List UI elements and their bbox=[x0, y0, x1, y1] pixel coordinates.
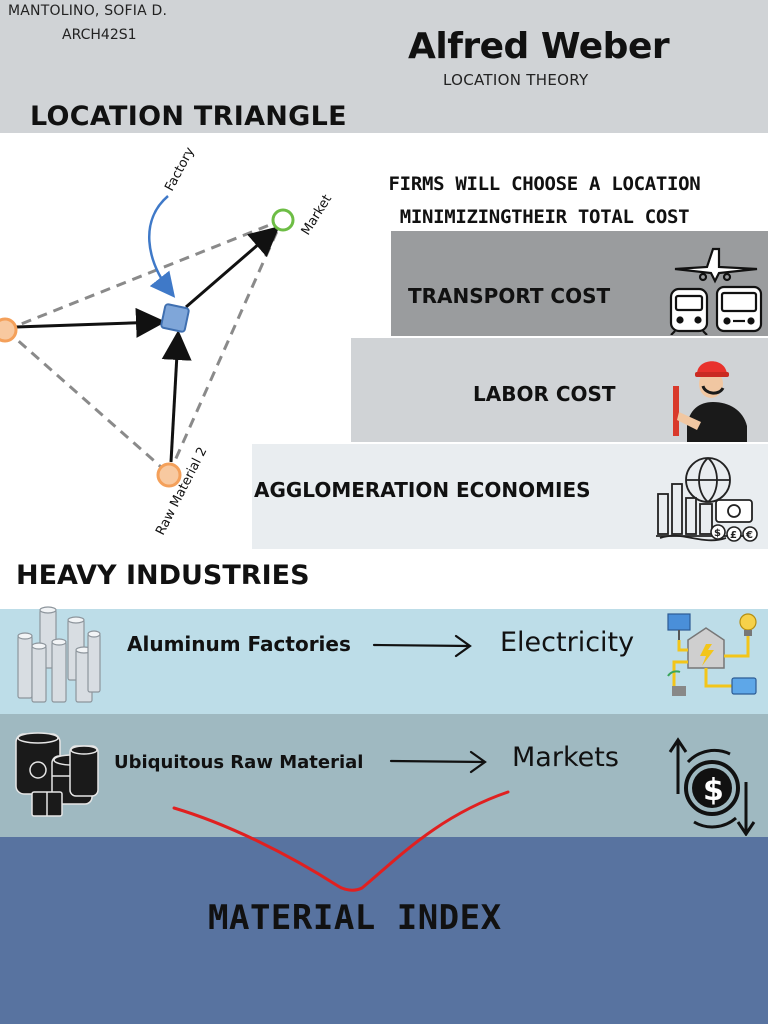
raw-material-1-node bbox=[0, 317, 18, 343]
arrow-raw2-to-factory bbox=[161, 330, 192, 463]
transport-cost-bar: TRANSPORT COST bbox=[391, 231, 768, 336]
construction-worker-icon bbox=[673, 361, 747, 442]
aluminum-to-electricity-arrow bbox=[372, 634, 472, 658]
red-v-mark bbox=[172, 790, 510, 892]
tagline-line-1: FIRMS WILL CHOOSE A LOCATION bbox=[388, 173, 701, 195]
factory-pointer-arrow bbox=[147, 195, 176, 298]
page-subtitle: LOCATION THEORY bbox=[443, 71, 589, 89]
svg-text:€: € bbox=[745, 530, 753, 541]
agglomeration-economies-bar: AGGLOMERATION ECONOMIES $ £ € bbox=[252, 444, 768, 549]
aluminum-row-band bbox=[0, 609, 768, 714]
airplane-train-bus-icon bbox=[669, 247, 763, 335]
labor-cost-bar: LABOR COST bbox=[351, 338, 768, 442]
arrow-raw1-to-factory bbox=[15, 307, 166, 338]
aluminum-cylinders-icon bbox=[17, 606, 101, 703]
factory-label: Factory bbox=[162, 145, 198, 194]
tagline: FIRMS WILL CHOOSE A LOCATION MINIMIZINGT… bbox=[372, 168, 717, 234]
edge-raw2-market bbox=[167, 219, 284, 475]
material-index-title: MATERIAL INDEX bbox=[208, 898, 502, 938]
page-title: Alfred Weber bbox=[408, 26, 670, 67]
header-band bbox=[0, 0, 768, 133]
dollar-cycle-icon: $ bbox=[668, 737, 756, 836]
ubiquitous-raw-material-label: Ubiquitous Raw Material bbox=[114, 752, 364, 773]
svg-text:$: $ bbox=[703, 773, 724, 808]
barrels-icon bbox=[15, 732, 99, 817]
market-label: Market bbox=[299, 192, 335, 238]
arrow-factory-to-market bbox=[185, 226, 280, 309]
author-name: MANTOLINO, SOFIA D. bbox=[8, 3, 168, 19]
electricity-label: Electricity bbox=[500, 627, 635, 658]
transport-cost-label: TRANSPORT COST bbox=[408, 284, 611, 308]
markets-label: Markets bbox=[512, 742, 619, 773]
power-grid-icon bbox=[667, 613, 757, 696]
tagline-line-2: MINIMIZINGTHEIR TOTAL COST bbox=[399, 206, 690, 228]
labor-cost-label: LABOR COST bbox=[473, 382, 616, 406]
raw-material-2-node bbox=[156, 462, 182, 488]
svg-text:£: £ bbox=[730, 530, 737, 541]
factory-node bbox=[160, 303, 190, 333]
section-heading-location-triangle: LOCATION TRIANGLE bbox=[30, 101, 347, 132]
svg-text:$: $ bbox=[714, 528, 721, 539]
section-heading-heavy-industries: HEAVY INDUSTRIES bbox=[16, 560, 310, 591]
agglomeration-economies-label: AGGLOMERATION ECONOMIES bbox=[254, 478, 591, 502]
raw-material-to-markets-arrow bbox=[389, 750, 487, 774]
course-code: ARCH42S1 bbox=[62, 27, 137, 43]
market-node bbox=[271, 208, 295, 232]
raw-material-row-band bbox=[0, 714, 768, 837]
city-globe-money-icon: $ £ € bbox=[656, 457, 758, 542]
triangle-dashed-edges bbox=[5, 218, 284, 476]
edge-raw1-raw2 bbox=[5, 328, 170, 476]
location-triangle-diagram: Factory Market Raw Material 2 bbox=[0, 145, 335, 538]
edge-raw1-market bbox=[5, 218, 283, 332]
aluminum-factories-label: Aluminum Factories bbox=[127, 632, 351, 656]
raw-material-2-label: Raw Material 2 bbox=[153, 445, 210, 538]
